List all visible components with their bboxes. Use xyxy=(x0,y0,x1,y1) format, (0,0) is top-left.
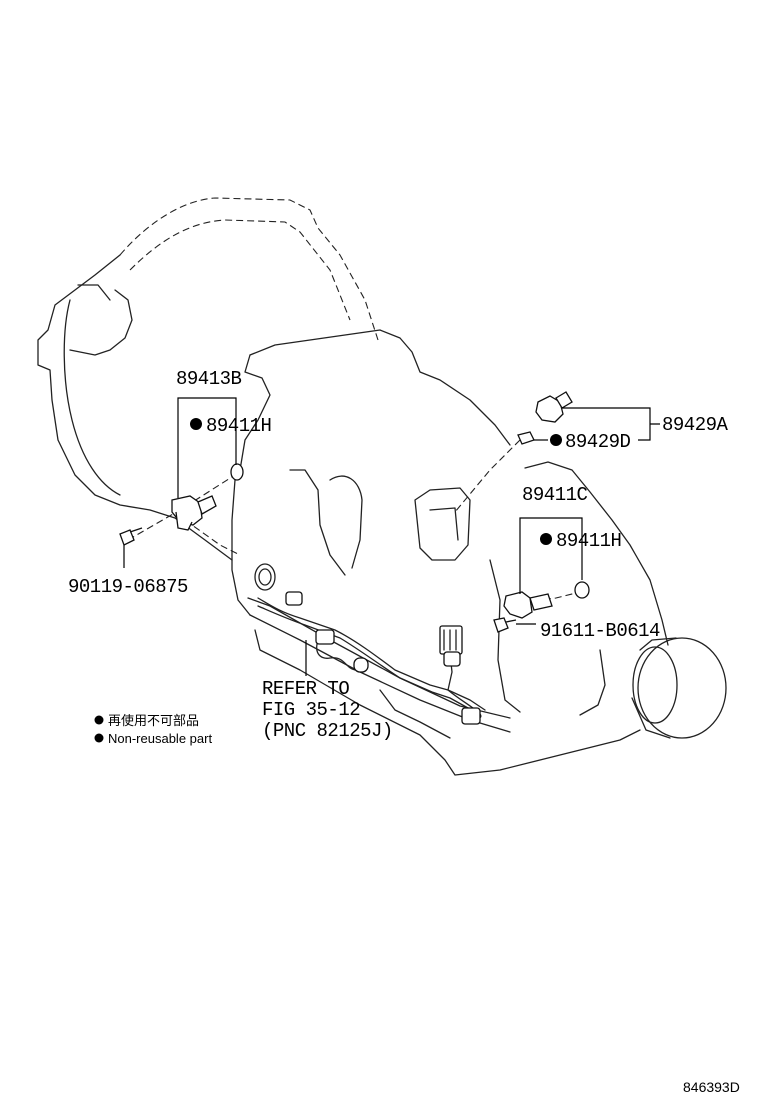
case-valve-cover xyxy=(414,487,471,561)
legend: 再使用不可部品 Non-reusable part xyxy=(94,713,212,746)
label-refer-line3: (PNC 82125J) xyxy=(262,720,393,742)
o-ring-right xyxy=(574,581,590,599)
harness-plug xyxy=(443,651,461,667)
left-sensor-assembly xyxy=(119,463,244,556)
rear-extension-bottom xyxy=(579,649,606,716)
rear-extension-top xyxy=(524,461,669,646)
bell-housing-left-inner xyxy=(63,299,121,496)
leader-89411C xyxy=(519,517,583,594)
label-89411H-right: 89411H xyxy=(556,530,621,552)
wire-harness-drawing xyxy=(257,591,486,725)
label-89411C: 89411C xyxy=(522,484,588,506)
harness-connector-mid xyxy=(315,629,335,645)
legend-japanese-text: 再使用不可部品 xyxy=(108,713,199,728)
case-port-left xyxy=(254,563,276,591)
harness-branch-left xyxy=(316,635,356,671)
bolt-left xyxy=(119,527,143,546)
transmission-housing-drawing xyxy=(37,197,727,776)
label-90119-06875: 90119-06875 xyxy=(68,576,188,598)
label-89429A: 89429A xyxy=(662,414,729,436)
harness-main-b xyxy=(257,605,469,709)
harness-main-connector xyxy=(439,625,463,655)
speed-sensor-left-flange xyxy=(175,511,193,531)
case-boss-left xyxy=(289,469,346,576)
leader-89429A xyxy=(562,407,660,441)
pressure-switch-assembly xyxy=(454,391,573,513)
figure-code: 846393D xyxy=(683,1079,740,1095)
label-refer-line2: FIG 35-12 xyxy=(262,699,360,721)
leader-89413B xyxy=(177,397,237,498)
harness-connector-round xyxy=(353,657,369,673)
label-refer-line1: REFER TO xyxy=(262,678,349,700)
output-flange-outer xyxy=(637,637,727,739)
label-89429D: 89429D xyxy=(565,431,631,453)
label-91611-B0614: 91611-B0614 xyxy=(540,620,660,642)
label-89413B: 89413B xyxy=(176,368,242,390)
output-flange-body xyxy=(631,637,677,739)
leader-lines xyxy=(123,397,660,676)
harness-main-connector-detail xyxy=(443,629,457,651)
case-valve-inner xyxy=(429,507,459,541)
bell-housing-outline xyxy=(119,197,379,341)
harness-connector-left xyxy=(285,591,303,606)
o-ring-left xyxy=(230,463,244,481)
left-bolt-line xyxy=(184,519,241,556)
bolt-right xyxy=(493,617,517,633)
main-case-upper-left xyxy=(239,354,271,471)
speed-sensor-right-tip xyxy=(529,593,553,611)
label-89411H-left: 89411H xyxy=(206,415,271,437)
legend-dot-japanese xyxy=(94,715,104,725)
switch-install-line xyxy=(454,439,521,513)
harness-main xyxy=(257,597,486,711)
non-reusable-dot-89429D xyxy=(550,434,562,446)
bell-housing-boss xyxy=(77,284,111,301)
part-labels: 89413B 89411H 90119-06875 89429A 89429D … xyxy=(68,368,729,742)
legend-dot-english xyxy=(94,733,104,743)
oil-pan-ridge xyxy=(379,689,451,739)
speed-sensor-right-body xyxy=(503,591,533,619)
pressure-switch-connector xyxy=(555,391,573,409)
bell-housing-left xyxy=(37,254,233,561)
rear-extension-mid xyxy=(489,559,521,713)
main-case-top xyxy=(249,329,511,446)
gasket-89429D-shape xyxy=(517,431,535,445)
speed-sensor-left-tip xyxy=(197,495,217,515)
case-port-left-inner xyxy=(258,568,272,586)
non-reusable-dot-left xyxy=(190,418,202,430)
right-sensor-assembly xyxy=(493,581,590,633)
pressure-switch-body xyxy=(535,395,564,423)
legend-english-text: Non-reusable part xyxy=(108,731,212,746)
output-flange-ring xyxy=(632,646,678,724)
oil-pan-lower xyxy=(254,629,641,776)
case-boss-center xyxy=(329,475,363,569)
bell-housing-rib xyxy=(69,289,133,356)
bell-housing-inner xyxy=(129,219,351,321)
harness-connector-right xyxy=(461,707,481,725)
non-reusable-dot-right xyxy=(540,533,552,545)
main-case-body-left xyxy=(231,479,251,616)
